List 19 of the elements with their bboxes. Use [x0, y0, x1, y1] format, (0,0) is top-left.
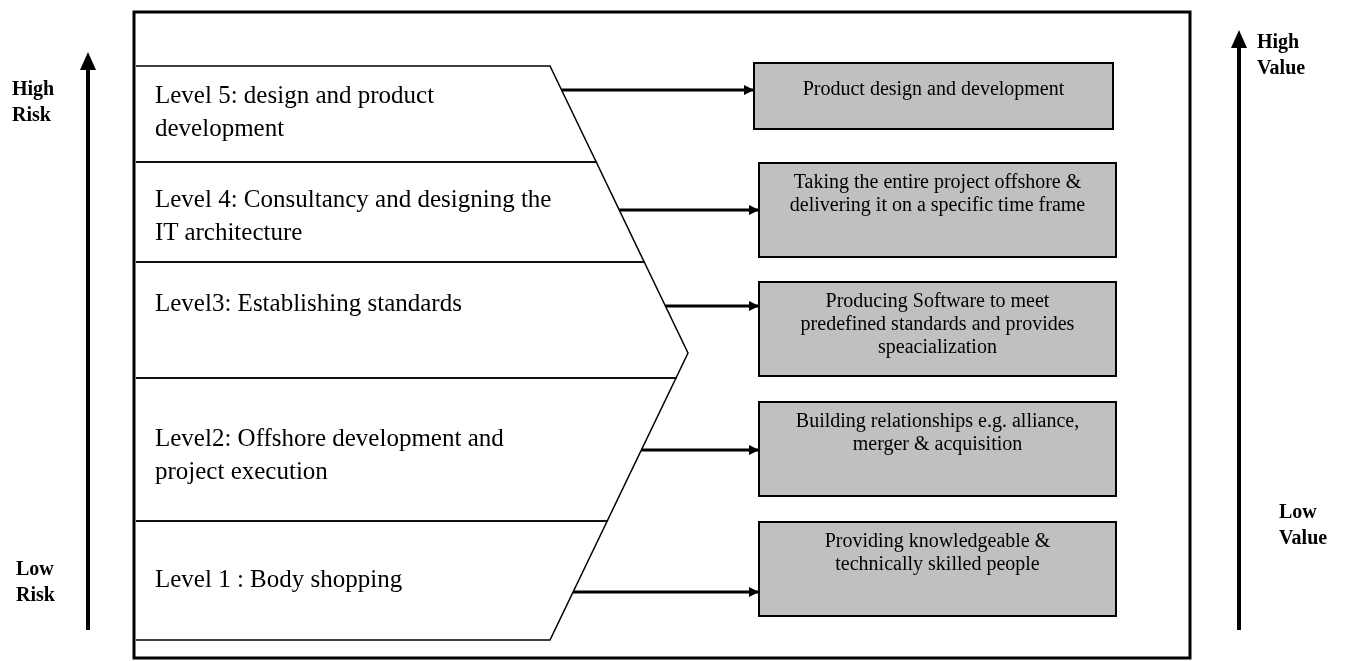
outcome-box: Producing Software to meet predefined standards and provides speacialization [758, 281, 1117, 377]
level-band: Level 1 : Body shopping [136, 521, 609, 640]
axis-label: Low Risk [16, 556, 56, 607]
arrow [619, 205, 759, 215]
level-band: Level2: Offshore development and project execution [136, 378, 677, 521]
arrow [561, 85, 754, 95]
outcome-box: Taking the entire project offshore & delivering it on a specific time frame [758, 162, 1117, 258]
outcome-box: Product design and development [753, 62, 1114, 130]
level-band: Level3: Establishing standards [136, 262, 689, 378]
outcome-box: Providing knowledgeable & technically skilled people [758, 521, 1117, 617]
arrow [573, 587, 759, 597]
outcome-box: Building relationships e.g. alliance, merger & acquisition [758, 401, 1117, 497]
level-band: Level 4: Consultancy and designing the IT architecture [136, 162, 646, 262]
level-band: Level 5: design and product development [136, 66, 598, 162]
axis-label: High Risk [12, 76, 56, 127]
axis-label: High Value [1257, 29, 1307, 80]
arrow [665, 301, 759, 311]
axis-label: Low Value [1279, 499, 1329, 550]
arrow [641, 445, 759, 455]
